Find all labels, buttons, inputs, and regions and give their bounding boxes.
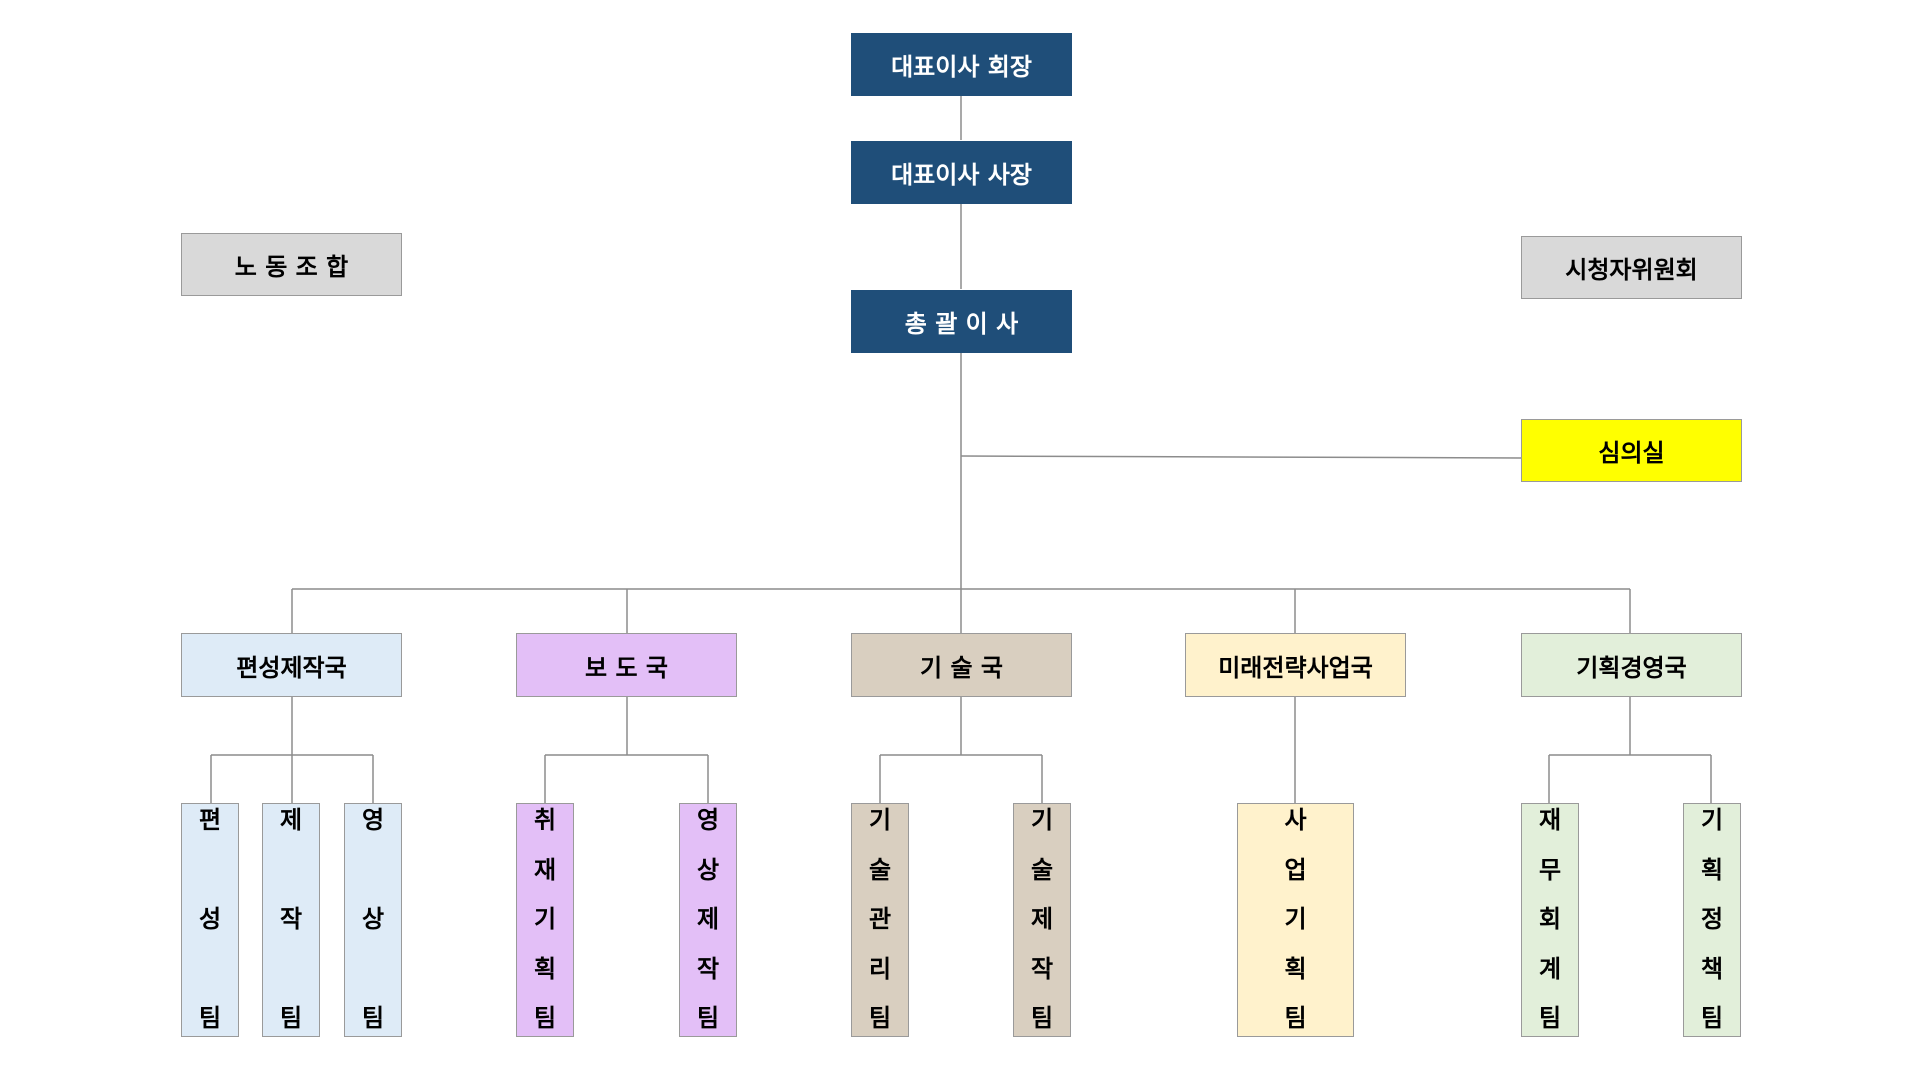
chairman-box: 대표이사 회장: [851, 33, 1072, 96]
review-office-box: 심의실: [1521, 419, 1742, 482]
department-programming-production: 편성제작국: [181, 633, 402, 697]
department-future-strategy-business: 미래전략사업국: [1185, 633, 1406, 697]
labor-union-box: 노 동 조 합: [181, 233, 402, 296]
viewer-committee-box: 시청자위원회: [1521, 236, 1742, 299]
department-technology: 기 술 국: [851, 633, 1072, 697]
president-box: 대표이사 사장: [851, 141, 1072, 204]
department-news: 보 도 국: [516, 633, 737, 697]
department-planning-management: 기획경영국: [1521, 633, 1742, 697]
chief-director-box: 총 괄 이 사: [851, 290, 1072, 353]
